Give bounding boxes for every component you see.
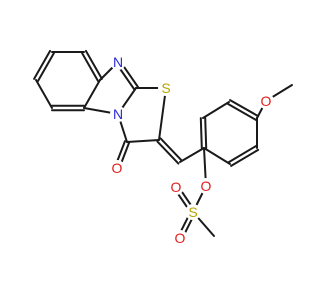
- double-bond-line: [227, 145, 257, 164]
- atom-symbol: S: [188, 204, 197, 220]
- atom-o_methoxy: O: [258, 93, 274, 109]
- atom-symbol: O: [171, 179, 182, 195]
- single-bond: [126, 139, 160, 143]
- double-bond-line: [229, 99, 260, 118]
- atom-label-background: [110, 106, 126, 122]
- single-bond: [203, 147, 231, 165]
- atom-s_sulfonyl: S: [185, 204, 201, 220]
- atom-label-background: [110, 54, 126, 70]
- atom-label-background: [185, 204, 201, 220]
- atom-label-background: [109, 160, 125, 176]
- double-bond-line: [230, 148, 260, 167]
- double-bond-line: [159, 137, 183, 162]
- single-bond: [158, 87, 167, 141]
- double-bond-line: [199, 117, 203, 150]
- atom-label-background: [172, 230, 188, 246]
- single-bond: [179, 147, 205, 163]
- atom-label-background: [158, 80, 174, 96]
- atom-symbol: O: [261, 93, 272, 109]
- atom-n_imine: N: [110, 54, 126, 70]
- double-bond-line: [204, 116, 208, 149]
- atom-label-background: [168, 179, 184, 195]
- atom-label-background: [258, 93, 274, 109]
- atom-o_ester: O: [198, 178, 214, 194]
- atom-s_thia: S: [158, 80, 174, 96]
- single-bond: [35, 79, 53, 109]
- atom-symbol: N: [113, 54, 123, 70]
- double-bond-line: [33, 49, 52, 80]
- atom-symbol: O: [112, 160, 123, 176]
- double-bond-line: [226, 102, 257, 121]
- atom-o_carbonyl: O: [109, 160, 125, 176]
- atom-symbol: O: [201, 178, 212, 194]
- double-bond-line: [84, 49, 103, 80]
- atom-o_sulf1: O: [172, 230, 188, 246]
- atom-symbol: O: [175, 230, 186, 246]
- atom-symbol: N: [113, 106, 123, 122]
- atom-n_amide: N: [110, 106, 126, 122]
- single-bond: [83, 79, 101, 109]
- double-bond-line: [156, 140, 180, 165]
- double-bond-line: [36, 52, 55, 83]
- single-bond: [202, 101, 230, 119]
- atom-o_sulf2: O: [168, 179, 184, 195]
- atom-label-background: [198, 178, 214, 194]
- double-bond-line: [81, 52, 100, 83]
- atom-symbol: S: [161, 80, 170, 96]
